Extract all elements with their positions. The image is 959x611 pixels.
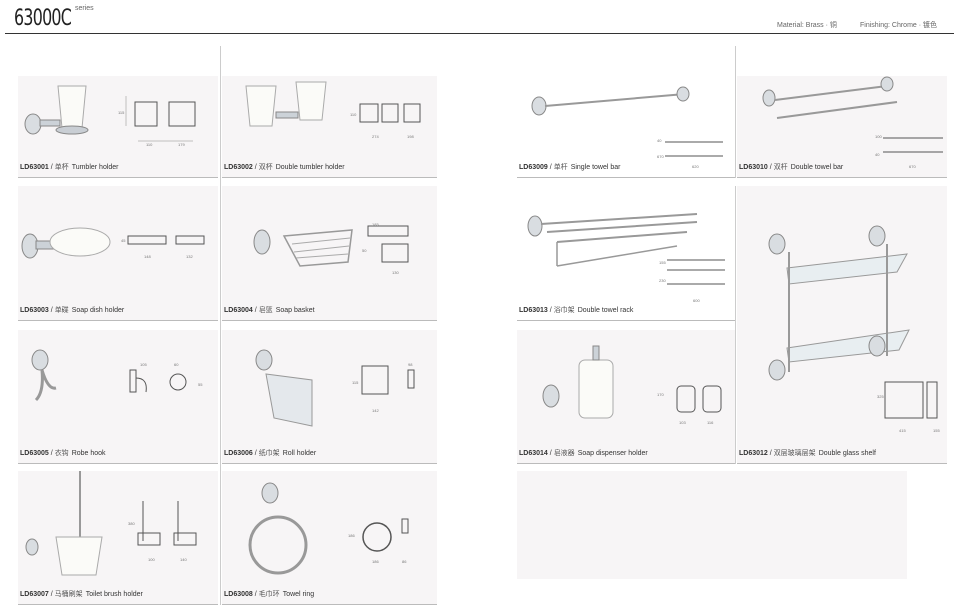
dim-width: 186 xyxy=(372,559,379,564)
dim-height: 55 xyxy=(198,382,203,387)
dim-width: 274 xyxy=(372,134,379,139)
roll-holder-drawing: 115 142 98 xyxy=(255,349,415,427)
towel-ring-drawing: 186 186 86 xyxy=(248,482,409,575)
series-label: series xyxy=(75,5,94,12)
dim-depth: 105 xyxy=(140,362,147,367)
dim-width: 60 xyxy=(174,362,179,367)
dim-width: 148 xyxy=(144,254,151,259)
dim-height: 110 xyxy=(350,112,357,117)
dim-depth: 132 xyxy=(186,254,193,259)
empty-panel xyxy=(517,471,907,579)
dim-height: 155 xyxy=(659,260,666,265)
dim-depth: 670 xyxy=(657,154,664,159)
dim-depth: 230 xyxy=(659,278,666,283)
dim-depth: 179 xyxy=(178,142,185,147)
dim-width: 620 xyxy=(692,164,699,169)
dim-height: 186 xyxy=(348,533,355,538)
dim-height: 115 xyxy=(352,380,359,385)
series-title: 63000C xyxy=(14,6,72,31)
dim-depth: 86 xyxy=(402,559,407,564)
dim-depth: 185 xyxy=(372,222,379,227)
double-tumbler-drawing: 110 274 198 xyxy=(245,81,421,139)
dim-height: 40 xyxy=(657,138,662,143)
dim-height: 115 xyxy=(118,110,125,115)
dim-width: 100 xyxy=(148,557,155,562)
single-towel-bar-drawing: 40 620 670 xyxy=(531,86,723,169)
robe-hook-drawing: 105 60 55 xyxy=(31,349,203,402)
dim-depth: 116 xyxy=(707,420,714,425)
soap-dispenser-drawing: 170 103 116 xyxy=(542,345,722,425)
soap-dish-drawing: 45 148 132 xyxy=(21,227,205,259)
dim-depth: 40 xyxy=(875,152,880,157)
dim-width: 110 xyxy=(146,142,153,147)
dim-depth: 140 xyxy=(180,557,187,562)
dim-width: 103 xyxy=(679,420,686,425)
dim-width: 142 xyxy=(372,408,379,413)
double-towel-rack-drawing: 155 230 600 xyxy=(527,213,725,303)
dim-height: 45 xyxy=(121,238,126,243)
dim-height: 100 xyxy=(875,134,882,139)
dim-depth: 155 xyxy=(933,428,940,433)
header-rule xyxy=(5,33,954,34)
double-towel-bar-drawing: 100 40 670 xyxy=(762,76,943,169)
dim-height: 325 xyxy=(877,394,884,399)
toilet-brush-drawing: 380 100 140 xyxy=(25,471,197,576)
tumbler-holder-drawing: 115 110 179 xyxy=(24,85,196,147)
dim-height: 380 xyxy=(128,521,135,526)
finishing-label: Finishing: Chrome · 镀色 xyxy=(860,22,938,29)
dim-height: 50 xyxy=(362,248,367,253)
soap-basket-drawing: 50 130 185 xyxy=(253,222,409,275)
double-glass-shelf-drawing: 325 415 155 xyxy=(768,225,940,433)
dim-width: 130 xyxy=(392,270,399,275)
dim-depth: 198 xyxy=(407,134,414,139)
dim-width: 415 xyxy=(899,428,906,433)
dim-depth: 98 xyxy=(408,362,413,367)
dim-height: 170 xyxy=(657,392,664,397)
dim-width: 670 xyxy=(909,164,916,169)
dim-width: 600 xyxy=(693,298,700,303)
material-label: Material: Brass · 铜 xyxy=(777,22,837,29)
